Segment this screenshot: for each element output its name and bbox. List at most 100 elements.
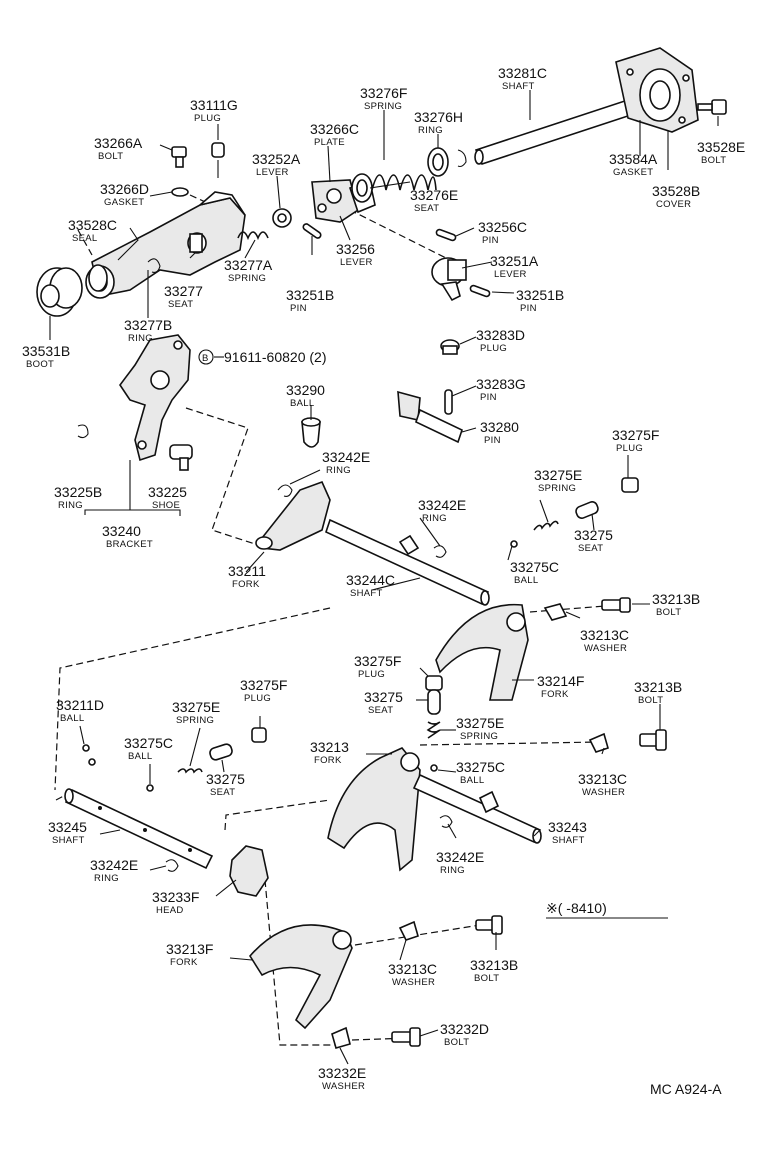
part-name-label: RING bbox=[58, 500, 83, 511]
part-number-label: 33244C bbox=[346, 572, 395, 588]
part-name-label: BOOT bbox=[26, 359, 54, 370]
part-number-label: 33242E bbox=[322, 449, 370, 465]
part-name-label: LEVER bbox=[340, 257, 373, 268]
bolt-33266a bbox=[171, 146, 187, 168]
part-number-label: 33214F bbox=[537, 673, 584, 689]
part-name-label: FORK bbox=[170, 957, 198, 968]
part-name-label: SHAFT bbox=[552, 835, 585, 846]
part-name-label: FORK bbox=[232, 579, 260, 590]
part-name-label: BALL bbox=[290, 398, 314, 409]
part-name-label: BALL bbox=[514, 575, 538, 586]
part-number-label: 33213F bbox=[166, 941, 213, 957]
part-name-label: PIN bbox=[480, 392, 497, 403]
washer-33213c-b bbox=[588, 732, 609, 753]
dashed-assembly-lines bbox=[54, 194, 606, 1046]
part-number-label: 33266D bbox=[100, 181, 149, 197]
seat-33275-c bbox=[209, 743, 233, 761]
part-number-label: 33211D bbox=[56, 697, 104, 713]
part-name-label: BOLT bbox=[656, 607, 681, 618]
part-name-label: RING bbox=[128, 333, 153, 344]
part-number-label: 33211 bbox=[228, 563, 266, 579]
part-number-label: 33213B bbox=[634, 679, 682, 695]
spring-33277a bbox=[237, 231, 269, 241]
part-number-label: 33531B bbox=[22, 343, 70, 359]
seat-33275-a bbox=[575, 501, 599, 519]
part-labels: 33111GPLUG33266ABOLT33266DGASKET33528CSE… bbox=[22, 65, 745, 1092]
ball-33211d-b bbox=[88, 758, 96, 766]
pin-33280 bbox=[397, 390, 463, 444]
bolt-33232d bbox=[391, 1027, 421, 1047]
ring-33277b bbox=[147, 258, 161, 273]
part-number-label: 33213C bbox=[388, 961, 437, 977]
part-name-label: COVER bbox=[656, 199, 691, 210]
ring-33242e-a bbox=[277, 484, 293, 497]
part-number-label: 33232D bbox=[440, 1021, 489, 1037]
part-name-label: HEAD bbox=[156, 905, 184, 916]
spring-33275e-c bbox=[177, 768, 203, 774]
part-number-label: 33275C bbox=[124, 735, 173, 751]
ball-33275c-b bbox=[430, 764, 438, 772]
seat-33275-b bbox=[427, 689, 441, 715]
pin-33251b-lower bbox=[469, 284, 491, 298]
part-name-label: PLUG bbox=[194, 113, 221, 124]
part-number-label: 33528E bbox=[697, 139, 745, 155]
washer-33213c-c bbox=[398, 920, 419, 941]
part-number-label: 33277B bbox=[124, 317, 172, 333]
part-name-label: LEVER bbox=[256, 167, 289, 178]
part-name-label: SPRING bbox=[460, 731, 498, 742]
part-number-label: 33213C bbox=[580, 627, 629, 643]
part-name-label: SEAT bbox=[168, 299, 193, 310]
part-name-label: PIN bbox=[482, 235, 499, 246]
ring-33225b bbox=[77, 424, 89, 439]
part-name-label: PLUG bbox=[244, 693, 271, 704]
part-name-label: WASHER bbox=[584, 643, 627, 654]
cover-33528b bbox=[615, 47, 699, 133]
fork-33213f bbox=[249, 924, 353, 1030]
part-name-label: PLUG bbox=[616, 443, 643, 454]
part-number-label: 33225 bbox=[148, 484, 187, 500]
part-name-label: BALL bbox=[460, 775, 484, 786]
bolt-33213b-a bbox=[601, 597, 631, 613]
part-name-label: LEVER bbox=[494, 269, 527, 280]
part-name-label: SEAT bbox=[368, 705, 393, 716]
part-name-label: BOLT bbox=[444, 1037, 469, 1048]
part-name-label: PLATE bbox=[314, 137, 345, 148]
part-number-label: 33584A bbox=[609, 151, 658, 167]
part-name-label: RING bbox=[326, 465, 351, 476]
part-number-label: 33275C bbox=[510, 559, 559, 575]
part-name-label: FORK bbox=[541, 689, 569, 700]
fork-33211 bbox=[255, 480, 331, 551]
seal-33528c bbox=[88, 264, 108, 292]
bolt-33213b-c bbox=[475, 915, 503, 935]
part-number-label: 33251A bbox=[490, 253, 539, 269]
ring-33242e-d bbox=[165, 859, 179, 872]
date-range-note: ※( -8410) bbox=[546, 900, 607, 916]
part-number-label: 33242E bbox=[90, 857, 138, 873]
part-name-label: FORK bbox=[314, 755, 342, 766]
spring-33275e-a bbox=[533, 520, 559, 531]
lever-33251a bbox=[431, 257, 467, 302]
part-name-label: PIN bbox=[290, 303, 307, 314]
part-number-label: 33213B bbox=[470, 957, 518, 973]
plug-33275f-a bbox=[621, 477, 639, 493]
part-number-label: 33276E bbox=[410, 187, 458, 203]
plug-33111g bbox=[211, 142, 225, 178]
part-number-label: 33252A bbox=[252, 151, 301, 167]
part-number-label: 33276F bbox=[360, 85, 407, 101]
part-name-label: SEAL bbox=[72, 233, 98, 244]
shaft-33243 bbox=[412, 773, 542, 844]
part-name-label: BOLT bbox=[638, 695, 663, 706]
part-name-label: SPRING bbox=[176, 715, 214, 726]
part-name-label: RING bbox=[418, 125, 443, 136]
part-number-label: 33276H bbox=[414, 109, 463, 125]
part-name-label: PIN bbox=[484, 435, 501, 446]
part-number-label: 33275F bbox=[354, 653, 401, 669]
part-number-label: 33256 bbox=[336, 241, 375, 257]
pin-33283g bbox=[444, 389, 453, 415]
part-number-label: 33242E bbox=[436, 849, 484, 865]
part-name-label: PLUG bbox=[358, 669, 385, 680]
part-number-label: 33256C bbox=[478, 219, 527, 235]
part-name-label: SPRING bbox=[538, 483, 576, 494]
diagram-code: MC A924-A bbox=[650, 1081, 722, 1097]
ring-33242e-b bbox=[433, 545, 447, 558]
